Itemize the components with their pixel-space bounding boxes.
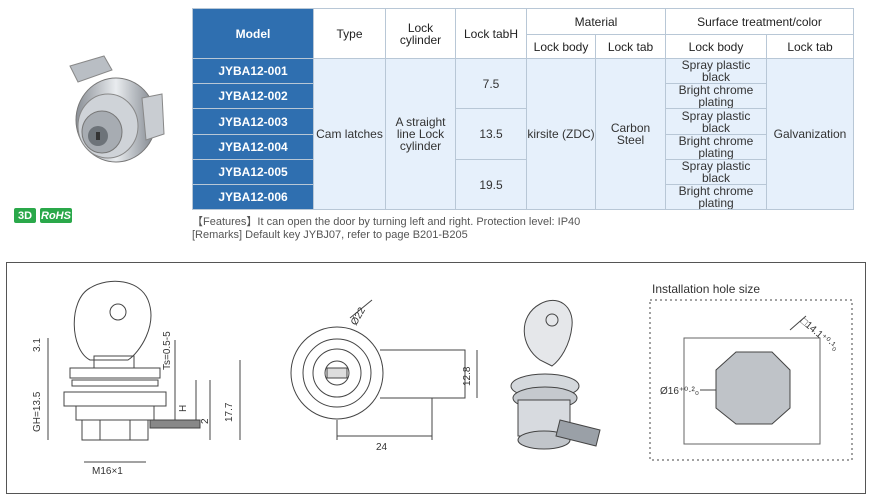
dim-24: 24 bbox=[376, 442, 388, 453]
features-note: 【Features】It can open the door by turnin… bbox=[192, 216, 581, 228]
side-view-drawing bbox=[47, 280, 241, 463]
isometric-view-drawing bbox=[510, 299, 601, 450]
header-lock-tab-h: Lock tabH bbox=[455, 8, 527, 59]
dim-12-8: 12.8 bbox=[462, 366, 473, 386]
cam-lock-photo bbox=[69, 55, 165, 163]
spec-table: Model Type Lock cylinder Lock tabH Mater… bbox=[192, 8, 854, 210]
dim-phi22: Ø22 bbox=[349, 305, 368, 327]
dim-m16: M16×1 bbox=[92, 466, 123, 477]
dim-gh: GH=13.5 bbox=[32, 391, 43, 432]
product-photo bbox=[12, 8, 186, 232]
lock-body-material-cell: kirsite (ZDC) bbox=[526, 58, 596, 210]
dim-3-1: 3.1 bbox=[32, 338, 43, 352]
dim-h: H bbox=[178, 405, 189, 412]
tab-h-cell: 13.5 bbox=[455, 108, 527, 160]
model-cell: JYBA12-001 bbox=[192, 58, 314, 84]
front-view-drawing bbox=[290, 299, 478, 440]
installation-hole-drawing bbox=[649, 299, 853, 461]
surface-body-cell: Bright chrome plating bbox=[665, 184, 767, 210]
3d-badge: 3D bbox=[14, 208, 36, 223]
header-surface: Surface treatment/color bbox=[665, 8, 854, 35]
model-cell: JYBA12-006 bbox=[192, 184, 314, 210]
installation-hole-label: Installation hole size bbox=[652, 282, 761, 296]
surface-body-cell: Spray plastic black bbox=[665, 58, 767, 84]
notes: 【Features】It can open the door by turnin… bbox=[192, 216, 580, 242]
surface-body-cell: Bright chrome plating bbox=[665, 83, 767, 109]
tab-h-cell: 19.5 bbox=[455, 159, 527, 210]
header-model: Model bbox=[192, 8, 314, 59]
technical-drawing-frame bbox=[6, 262, 866, 494]
lock-tab-material-cell: Carbon Steel bbox=[595, 58, 666, 210]
dim-phi16: Ø16⁺⁰·²₀ bbox=[660, 386, 699, 397]
remarks-note: [Remarks] Default key JYBJ07, refer to p… bbox=[192, 229, 468, 241]
dim-square-14-1: □14.1⁺⁰·¹₀ bbox=[798, 316, 840, 354]
model-cell: JYBA12-003 bbox=[192, 108, 314, 135]
subheader-lock-body: Lock body bbox=[526, 34, 596, 59]
model-cell: JYBA12-004 bbox=[192, 134, 314, 160]
tab-h-cell: 7.5 bbox=[455, 58, 527, 109]
header-material: Material bbox=[526, 8, 666, 35]
type-cell: Cam latches bbox=[313, 58, 386, 210]
surface-body-cell: Bright chrome plating bbox=[665, 134, 767, 160]
dim-2: 2 bbox=[200, 418, 211, 424]
surface-body-cell: Spray plastic black bbox=[665, 108, 767, 135]
subheader-lock-tab: Lock tab bbox=[595, 34, 666, 59]
dim-17-7: 17.7 bbox=[224, 402, 235, 422]
lock-tab-surface-cell: Galvanization bbox=[766, 58, 854, 210]
rohs-badge: RoHS bbox=[40, 208, 72, 223]
model-cell: JYBA12-005 bbox=[192, 159, 314, 185]
dim-ts: Ts=0.5-5 bbox=[162, 331, 173, 370]
